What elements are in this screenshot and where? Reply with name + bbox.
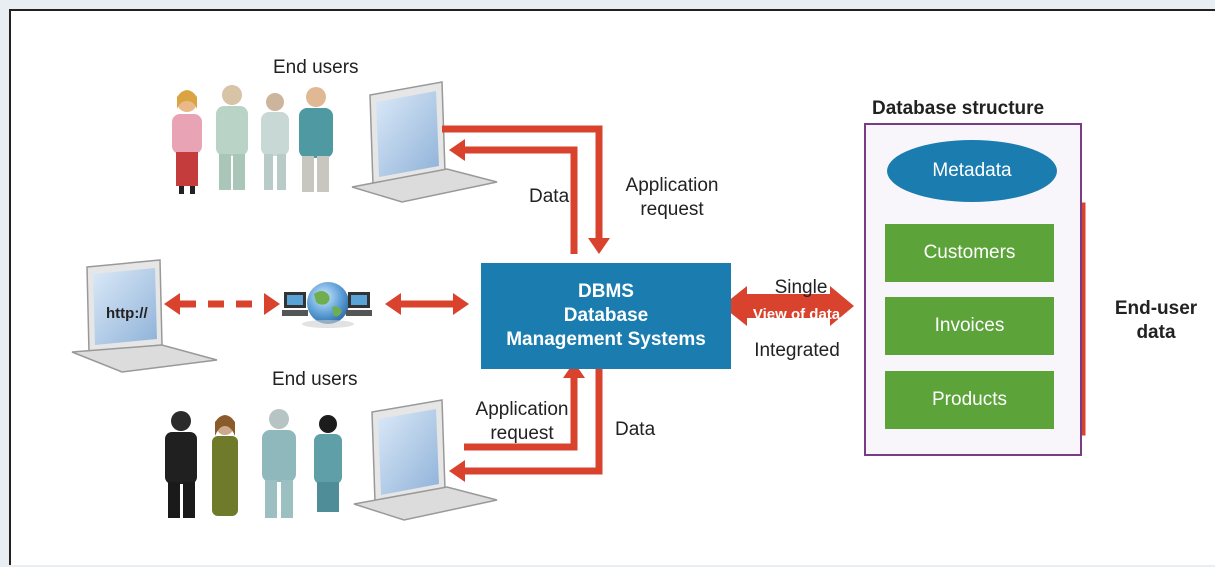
end-user-data-label: End-user data bbox=[1106, 297, 1206, 345]
globe-icon bbox=[302, 282, 354, 328]
arrowhead bbox=[264, 293, 280, 315]
metadata-ellipse: Metadata bbox=[887, 140, 1057, 202]
url-label: http:// bbox=[106, 305, 148, 322]
web-client-group bbox=[71, 259, 372, 373]
end-users-top-group bbox=[172, 81, 498, 203]
table-customers: Customers bbox=[885, 224, 1054, 282]
arrowhead bbox=[385, 293, 401, 315]
end-users-bottom-group bbox=[165, 399, 498, 521]
server-icon bbox=[282, 292, 308, 316]
top-request-arrow bbox=[442, 125, 603, 240]
person-icon bbox=[314, 415, 342, 512]
diagram-canvas: End users Data Application request http:… bbox=[9, 9, 1215, 565]
end-users-top-label: End users bbox=[273, 57, 359, 78]
database-structure-title: Database structure bbox=[872, 98, 1045, 119]
dbms-box: DBMS Database Management Systems bbox=[481, 263, 731, 369]
request-line-2: request bbox=[640, 199, 704, 220]
person-icon bbox=[212, 415, 238, 516]
top-request-label: Application request bbox=[611, 174, 733, 222]
view-integrated-label: Integrated bbox=[754, 340, 840, 361]
person-icon bbox=[262, 409, 296, 518]
person-icon bbox=[299, 87, 333, 192]
laptop-icon bbox=[353, 399, 498, 521]
request-line-2: request bbox=[490, 423, 554, 444]
arrowhead bbox=[563, 362, 585, 378]
dbms-subtitle-1: Database bbox=[563, 305, 649, 326]
request-line-1: Application bbox=[625, 175, 719, 196]
table-products: Products bbox=[885, 371, 1054, 429]
end-user-label-line-1: End-user bbox=[1114, 298, 1198, 319]
person-icon bbox=[261, 93, 289, 190]
top-data-label: Data bbox=[529, 186, 570, 207]
top-data-arrow bbox=[464, 146, 578, 254]
server-icon bbox=[346, 292, 372, 316]
person-icon bbox=[172, 90, 202, 194]
arrowhead bbox=[588, 238, 610, 254]
laptop-icon bbox=[351, 81, 498, 203]
bottom-request-label: Application request bbox=[463, 398, 581, 446]
laptop-icon bbox=[71, 259, 218, 373]
view-of-data-arrow bbox=[722, 286, 854, 326]
person-icon bbox=[216, 85, 248, 190]
arrowhead bbox=[449, 460, 465, 482]
end-user-label-line-2: data bbox=[1136, 322, 1176, 343]
arrowhead bbox=[449, 139, 465, 161]
diagram-graphics bbox=[71, 81, 1086, 521]
end-users-middle-label: End users bbox=[272, 369, 358, 390]
bottom-request-arrow bbox=[464, 376, 578, 451]
bottom-data-label: Data bbox=[615, 419, 656, 440]
bottom-data-arrow bbox=[464, 362, 603, 475]
table-invoices: Invoices bbox=[885, 297, 1054, 355]
dbms-title: DBMS bbox=[578, 281, 634, 302]
connector-arrows bbox=[164, 125, 610, 482]
person-icon bbox=[165, 411, 197, 518]
arrowhead bbox=[164, 293, 180, 315]
arrowhead bbox=[453, 293, 469, 315]
dbms-subtitle-2: Management Systems bbox=[506, 329, 706, 350]
view-single-label: Single bbox=[774, 277, 828, 298]
view-of-data-label: View of data bbox=[752, 306, 841, 323]
request-line-1: Application bbox=[475, 399, 569, 420]
